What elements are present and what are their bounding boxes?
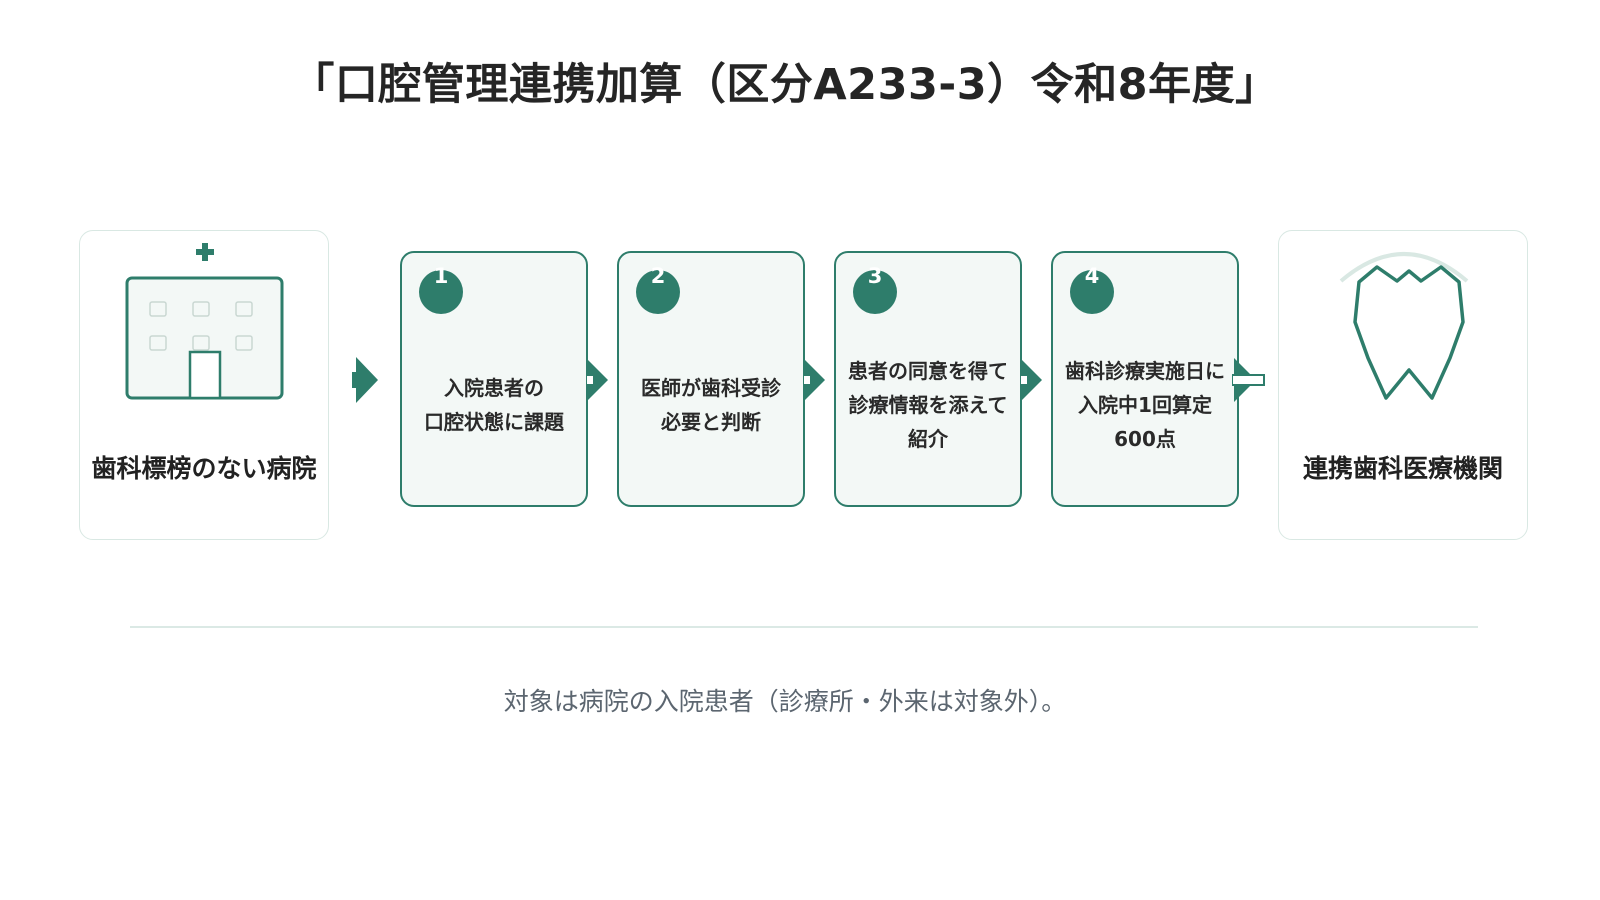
- arrow-right-icon: [1232, 358, 1265, 402]
- tooth-icon: [1279, 237, 1527, 417]
- dental-clinic-card: 連携歯科医療機関: [1278, 230, 1528, 540]
- step-card-1: 1 入院患者の 口腔状態に課題: [400, 251, 588, 507]
- step-description: 患者の同意を得て 診療情報を添えて 紹介: [848, 359, 1008, 451]
- page-title: 「口腔管理連携加算（区分A233-3）令和8年度」: [291, 60, 1279, 110]
- step-description: 歯科診療実施日に 入院中1回算定 600点: [1065, 359, 1225, 451]
- step-description: 医師が歯科受診 必要と判断: [641, 376, 781, 434]
- dental-clinic-label: 連携歯科医療機関: [1302, 454, 1503, 483]
- hospital-card: 歯科標榜のない病院: [79, 230, 329, 540]
- step-card-2: 2 医師が歯科受診 必要と判断: [617, 251, 805, 507]
- step-number-badge: 3: [853, 264, 897, 314]
- footnote: 対象は病院の入院患者（診療所・外来は対象外）。: [503, 687, 1067, 716]
- step-number-badge: 1: [419, 264, 463, 314]
- step-card-3: 3 患者の同意を得て 診療情報を添えて 紹介: [834, 251, 1022, 507]
- step-number-badge: 4: [1070, 264, 1114, 314]
- arrow-right-icon: [352, 357, 378, 403]
- arrow-right-icon: [803, 360, 825, 400]
- hospital-label: 歯科標榜のない病院: [91, 454, 317, 483]
- arrow-right-icon: [1020, 360, 1042, 400]
- hospital-icon: [80, 237, 328, 417]
- step-description: 入院患者の 口腔状態に課題: [424, 376, 564, 434]
- step-card-4: 4 歯科診療実施日に 入院中1回算定 600点: [1051, 251, 1239, 507]
- divider: [130, 626, 1478, 628]
- arrow-right-icon: [586, 360, 608, 400]
- step-number-badge: 2: [636, 264, 680, 314]
